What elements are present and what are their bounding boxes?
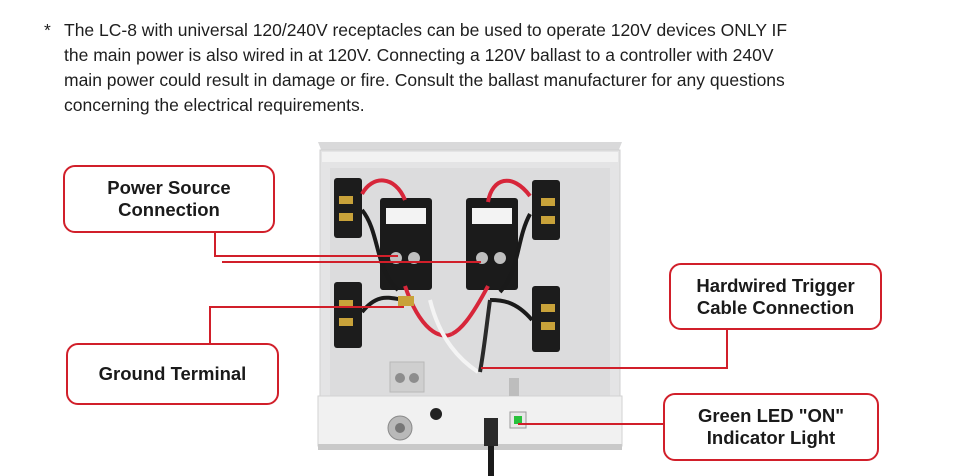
note-line-1: The LC-8 with universal 120/240V recepta… [64,20,788,40]
note-asterisk: * [44,20,51,40]
ground-terminal-block [389,296,425,393]
green-led-callout: Green LED "ON" Indicator Light [663,393,879,461]
left-receptacles [334,178,362,348]
warning-note: * The LC-8 with universal 120/240V recep… [44,18,944,118]
power-source-label-1: Power Source [107,177,231,198]
green-led-label-1: Green LED "ON" [697,405,845,426]
contactors [380,198,518,290]
trigger-cable-callout: Hardwired Trigger Cable Connection [669,263,882,330]
green-led-label-2: Indicator Light [706,427,836,448]
ground-terminal-callout: Ground Terminal [66,343,279,405]
trigger-cable-label-1: Hardwired Trigger [696,274,855,296]
right-receptacles [532,180,560,352]
note-line-3: main power could result in damage or fir… [64,70,785,90]
ground-terminal-label: Ground Terminal [98,363,247,384]
leader-lines [209,232,728,425]
power-source-callout: Power Source Connection [63,165,275,233]
trigger-cable-label-2: Cable Connection [696,296,855,318]
note-line-4: concerning the electrical requirements. [64,95,365,115]
power-source-label-2: Connection [118,199,220,220]
note-line-2: the main power is also wired in at 120V.… [64,45,774,65]
